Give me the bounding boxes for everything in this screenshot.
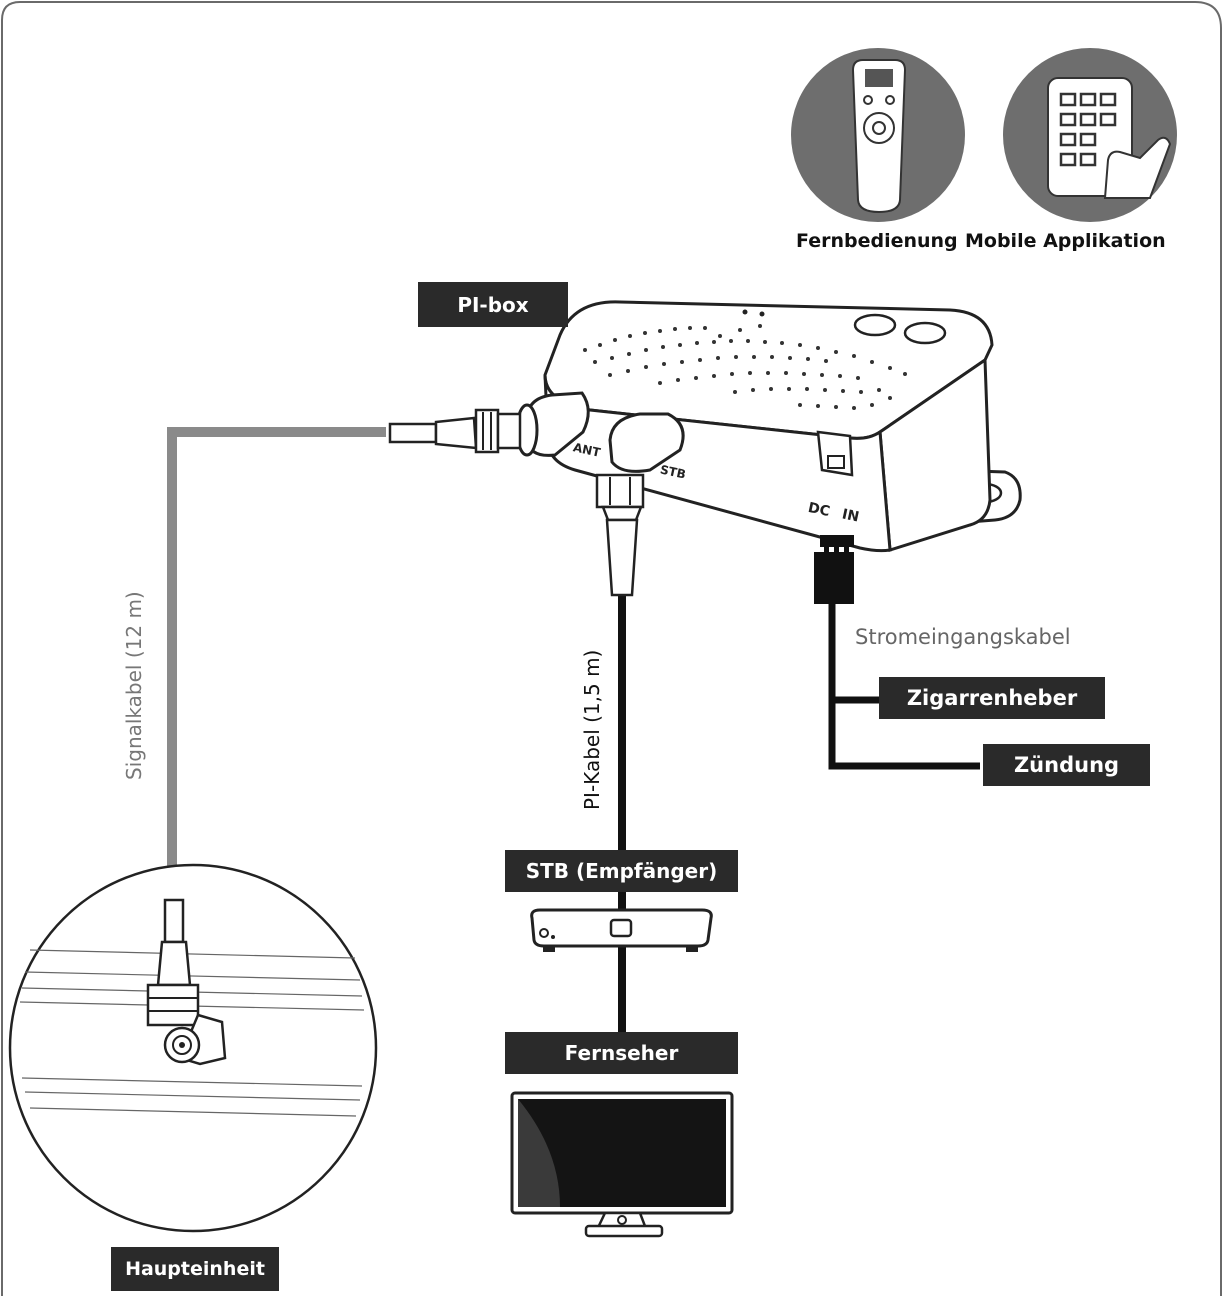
smartphone-app-icon — [1003, 48, 1177, 222]
pi-box-label: PI-box — [418, 282, 568, 327]
ignition-label: Zündung — [983, 744, 1150, 786]
mobile-app-label: Mobile Applikation — [965, 230, 1166, 252]
power-cable-label: Stromeingangskabel — [855, 625, 1071, 649]
main-unit-label: Haupteinheit — [111, 1247, 279, 1291]
port-in-label: IN — [840, 506, 861, 526]
set-top-box-icon — [530, 908, 713, 952]
power-cable — [814, 535, 980, 770]
pi-box-device — [515, 300, 1022, 553]
pi-cable-connector — [595, 473, 645, 597]
tv-label: Fernseher — [505, 1032, 738, 1074]
remote-label: Fernbedienung — [796, 230, 958, 252]
signal-cable-label: Signalkabel (12 m) — [122, 591, 146, 780]
main-unit-detail-circle — [8, 863, 378, 1233]
signal-cable-line — [167, 427, 386, 900]
cigarette-lighter-label: Zigarrenheber — [879, 677, 1105, 719]
stb-label: STB (Empfänger) — [505, 850, 738, 892]
signal-cable-connector — [388, 408, 522, 454]
remote-control-icon — [791, 48, 965, 222]
television-icon — [510, 1091, 734, 1238]
pi-cable-label: PI-Kabel (1,5 m) — [580, 649, 604, 810]
